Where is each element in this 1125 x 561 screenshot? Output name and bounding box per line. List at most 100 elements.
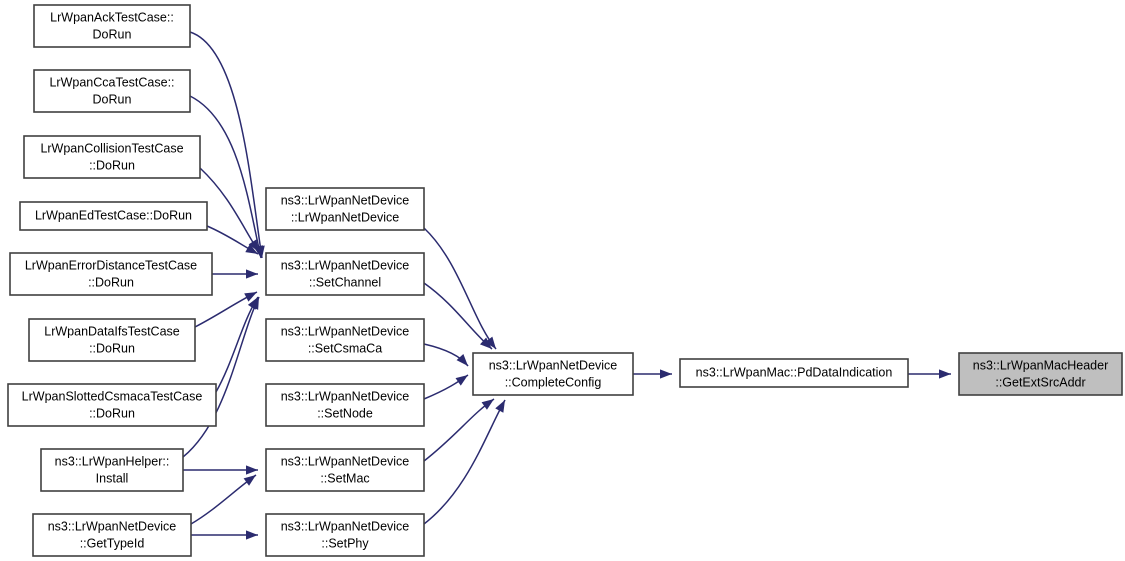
edges-layer bbox=[182, 31, 951, 540]
node-label-cca-line1: LrWpanCcaTestCase:: bbox=[49, 75, 174, 89]
edge-setmac-to-completeconfig bbox=[423, 398, 495, 462]
graph-node-setnode[interactable]: ns3::LrWpanNetDevice::SetNode bbox=[265, 383, 425, 427]
edge-arrowhead bbox=[480, 337, 492, 349]
graph-node-slottedcsmaca[interactable]: LrWpanSlottedCsmacaTestCase::DoRun bbox=[7, 383, 217, 427]
node-box-ack[interactable] bbox=[33, 4, 191, 48]
node-box-setmac[interactable] bbox=[265, 448, 425, 492]
node-box-slottedcsmaca[interactable] bbox=[7, 383, 217, 427]
graph-node-helperinstall[interactable]: ns3::LrWpanHelper::Install bbox=[40, 448, 184, 492]
graph-node-getextsrcaddr[interactable]: ns3::LrWpanMacHeader::GetExtSrcAddr bbox=[958, 352, 1123, 396]
node-label-setchannel-line2: ::SetChannel bbox=[309, 275, 381, 289]
edge-errordistance-to-setchannel bbox=[212, 269, 258, 279]
node-label-helperinstall-line2: Install bbox=[96, 471, 129, 485]
edge-collision-to-setchannel bbox=[199, 167, 260, 253]
edge-completeconfig-to-pddataindication bbox=[633, 369, 672, 379]
node-box-completeconfig[interactable] bbox=[472, 352, 634, 396]
graph-node-ed[interactable]: LrWpanEdTestCase::DoRun bbox=[19, 201, 208, 231]
node-label-dataifs-line2: ::DoRun bbox=[89, 341, 135, 355]
node-label-ack-line2: DoRun bbox=[93, 27, 132, 41]
graph-node-ctor[interactable]: ns3::LrWpanNetDevice::LrWpanNetDevice bbox=[265, 187, 425, 231]
edge-helperinstall-to-setchannel bbox=[182, 296, 260, 458]
node-box-cca[interactable] bbox=[33, 69, 191, 113]
edge-line bbox=[423, 399, 506, 525]
node-box-setnode[interactable] bbox=[265, 383, 425, 427]
graph-node-gettypeid[interactable]: ns3::LrWpanNetDevice::GetTypeId bbox=[32, 513, 192, 557]
node-label-setphy-line2: ::SetPhy bbox=[321, 536, 369, 550]
edge-line bbox=[189, 31, 263, 259]
edge-helperinstall-to-setmac bbox=[183, 465, 258, 475]
node-box-ctor[interactable] bbox=[265, 187, 425, 231]
node-box-helperinstall[interactable] bbox=[40, 448, 184, 492]
edge-arrowhead bbox=[456, 354, 468, 366]
edge-arrowhead bbox=[481, 399, 494, 410]
edge-setcsmaca-to-completeconfig bbox=[423, 343, 469, 367]
node-label-completeconfig-line2: ::CompleteConfig bbox=[505, 375, 602, 389]
graph-node-setchannel[interactable]: ns3::LrWpanNetDevice::SetChannel bbox=[265, 252, 425, 296]
node-label-slottedcsmaca-line1: LrWpanSlottedCsmacaTestCase bbox=[22, 389, 203, 403]
node-label-setcsmaca-line1: ns3::LrWpanNetDevice bbox=[281, 324, 410, 338]
edge-pddataindication-to-getextsrcaddr bbox=[908, 369, 951, 379]
node-box-pddataindication[interactable] bbox=[679, 358, 909, 388]
edge-cca-to-setchannel bbox=[189, 95, 263, 259]
edge-arrowhead bbox=[485, 336, 496, 349]
node-label-gettypeid-line2: ::GetTypeId bbox=[80, 536, 145, 550]
node-box-ed[interactable] bbox=[19, 201, 208, 231]
edge-arrowhead bbox=[455, 375, 468, 386]
edge-arrowhead bbox=[246, 465, 258, 475]
node-label-helperinstall-line1: ns3::LrWpanHelper:: bbox=[55, 454, 170, 468]
node-box-dataifs[interactable] bbox=[28, 318, 196, 362]
edge-arrowhead bbox=[245, 244, 258, 254]
node-label-completeconfig-line1: ns3::LrWpanNetDevice bbox=[489, 358, 618, 372]
node-label-getextsrcaddr-line1: ns3::LrWpanMacHeader bbox=[973, 358, 1108, 372]
node-label-errordistance-line1: LrWpanErrorDistanceTestCase bbox=[25, 258, 197, 272]
edge-arrowhead bbox=[244, 292, 257, 302]
edge-line bbox=[423, 398, 495, 462]
node-box-getextsrcaddr[interactable] bbox=[958, 352, 1123, 396]
edge-arrowhead bbox=[246, 530, 258, 540]
graph-node-cca[interactable]: LrWpanCcaTestCase::DoRun bbox=[33, 69, 191, 113]
edge-ctor-to-completeconfig bbox=[423, 227, 497, 350]
edge-dataifs-to-setchannel bbox=[194, 291, 258, 328]
node-label-setcsmaca-line2: ::SetCsmaCa bbox=[308, 341, 382, 355]
node-label-pddataindication-line1: ns3::LrWpanMac::PdDataIndication bbox=[696, 365, 893, 379]
graph-node-setmac[interactable]: ns3::LrWpanNetDevice::SetMac bbox=[265, 448, 425, 492]
node-label-ed-line1: LrWpanEdTestCase::DoRun bbox=[35, 208, 192, 222]
node-label-setchannel-line1: ns3::LrWpanNetDevice bbox=[281, 258, 410, 272]
edge-setnode-to-completeconfig bbox=[423, 374, 469, 400]
graph-node-setphy[interactable]: ns3::LrWpanNetDevice::SetPhy bbox=[265, 513, 425, 557]
edge-arrowhead bbox=[660, 369, 672, 379]
node-box-setphy[interactable] bbox=[265, 513, 425, 557]
node-box-errordistance[interactable] bbox=[9, 252, 213, 296]
edge-arrowhead bbox=[246, 269, 258, 279]
node-box-setchannel[interactable] bbox=[265, 252, 425, 296]
node-label-ctor-line1: ns3::LrWpanNetDevice bbox=[281, 193, 410, 207]
graph-node-pddataindication[interactable]: ns3::LrWpanMac::PdDataIndication bbox=[679, 358, 909, 388]
node-box-setcsmaca[interactable] bbox=[265, 318, 425, 362]
graph-node-dataifs[interactable]: LrWpanDataIfsTestCase::DoRun bbox=[28, 318, 196, 362]
node-label-errordistance-line2: ::DoRun bbox=[88, 275, 134, 289]
edge-arrowhead bbox=[243, 475, 256, 486]
edge-line bbox=[190, 474, 257, 525]
graph-node-collision[interactable]: LrWpanCollisionTestCase::DoRun bbox=[23, 135, 201, 179]
edge-arrowhead bbox=[939, 369, 951, 379]
node-label-gettypeid-line1: ns3::LrWpanNetDevice bbox=[48, 519, 177, 533]
graph-node-errordistance[interactable]: LrWpanErrorDistanceTestCase::DoRun bbox=[9, 252, 213, 296]
node-label-ctor-line2: ::LrWpanNetDevice bbox=[291, 210, 399, 224]
node-label-collision-line1: LrWpanCollisionTestCase bbox=[40, 141, 183, 155]
graph-node-setcsmaca[interactable]: ns3::LrWpanNetDevice::SetCsmaCa bbox=[265, 318, 425, 362]
edge-arrowhead bbox=[248, 239, 259, 252]
edge-line bbox=[423, 343, 469, 367]
edge-setphy-to-completeconfig bbox=[423, 399, 506, 525]
node-box-gettypeid[interactable] bbox=[32, 513, 192, 557]
edge-arrowhead bbox=[249, 297, 259, 310]
node-box-collision[interactable] bbox=[23, 135, 201, 179]
edge-line bbox=[423, 282, 493, 350]
node-label-setmac-line1: ns3::LrWpanNetDevice bbox=[281, 454, 410, 468]
node-label-setnode-line2: ::SetNode bbox=[317, 406, 373, 420]
node-label-collision-line2: ::DoRun bbox=[89, 158, 135, 172]
graph-node-completeconfig[interactable]: ns3::LrWpanNetDevice::CompleteConfig bbox=[472, 352, 634, 396]
edge-ed-to-setchannel bbox=[206, 225, 259, 255]
graph-node-ack[interactable]: LrWpanAckTestCase::DoRun bbox=[33, 4, 191, 48]
